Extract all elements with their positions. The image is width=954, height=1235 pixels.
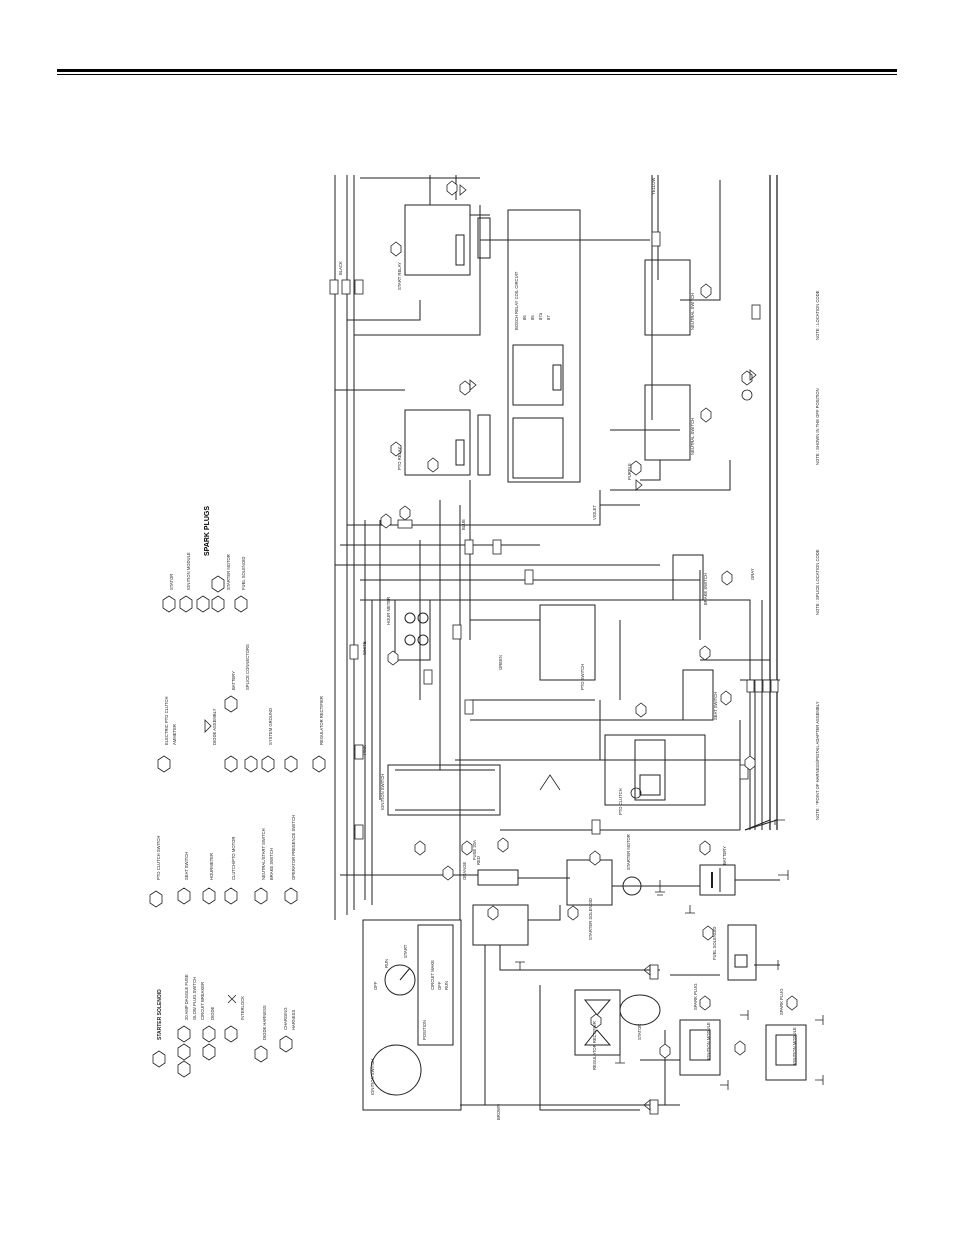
legend-item: DIODE HARNESS — [262, 1005, 267, 1040]
wire-label: BROWN — [496, 1103, 501, 1120]
note-splice-code: NOTE : SPLICE LOCATION CODE — [815, 549, 820, 615]
wire-label: GREEN — [498, 655, 503, 670]
stator-label: STATOR — [637, 1023, 642, 1040]
legend-item: CLUTCH/PTO MOTOR — [231, 836, 236, 880]
relay-box-line: 85 — [530, 315, 535, 320]
pto-switch-label: PTO SWITCH — [580, 663, 585, 690]
ignition-position: RUN — [384, 958, 389, 968]
legend-item: REGULATOR RECTIFIER — [319, 696, 324, 745]
ignition-table-cell: CIRCUIT MAKE — [430, 960, 435, 990]
legend-title: STARTER SOLENOID — [157, 989, 163, 1040]
starter-solenoid-label: STARTER SOLENOID — [588, 898, 593, 940]
wire-label: BLUE — [461, 519, 466, 530]
wire-label: WHITE — [362, 641, 367, 656]
note-harness-adapter: NOTE : *POINT OF HARNESS/PIGTAIL ADAPTER… — [815, 701, 820, 820]
battery — [699, 864, 736, 896]
legend-item: IGNITION MODULE — [186, 552, 191, 590]
spark-plugs-label: SPARK PLUGS — [204, 505, 211, 556]
ignition-table-cell: RUN — [444, 980, 449, 990]
pto-relay-box — [404, 409, 471, 476]
legend-item: DIODE — [210, 1006, 215, 1020]
battery-label: BATTERY — [722, 846, 727, 865]
ignition-table-cell: OFF — [437, 981, 442, 990]
legend-item: HARNESS — [291, 1009, 296, 1030]
wire-label: GRAY — [750, 568, 755, 580]
pto-relay-label: PTO RELAY — [397, 446, 402, 470]
ignition-position: OFF — [373, 981, 378, 990]
legend-item: ELECTRIC PTO CLUTCH — [164, 696, 169, 745]
legend-item: HOURMETER — [209, 853, 214, 880]
pto-clutch-box — [604, 734, 706, 806]
fuel-solenoid-label: FUEL SOLENOID — [712, 926, 717, 960]
hour-meter-label: HOUR METER — [386, 596, 391, 625]
relay-box-line: 87 — [546, 315, 551, 320]
ignition-module-label: IGNITION MODULE — [792, 1027, 797, 1065]
ignition-table-cell: POSITION — [422, 1019, 427, 1040]
legend-item: BATTERY — [231, 671, 236, 690]
neutral-switch-label: NEUTRAL SWITCH — [690, 292, 695, 330]
starter-solenoid-box — [472, 904, 529, 946]
legend-item: PTO CLUTCH SWITCH — [156, 835, 161, 880]
relay-box-line: 86 — [522, 315, 527, 320]
start-relay-label: START RELAY — [397, 262, 402, 290]
legend-item: CIRCUIT BREAKER — [200, 981, 205, 1020]
legend-item: INTERLOCK — [240, 996, 245, 1020]
legend-item: FUEL SOLENOID — [241, 556, 246, 590]
legend-item: NEUTRAL/START SWITCH — [261, 828, 266, 880]
legend-item: STATOR — [169, 573, 174, 590]
stator — [619, 994, 661, 1026]
ignition-position: START — [403, 944, 408, 958]
start-relay-box — [404, 204, 471, 276]
fuel-solenoid — [727, 924, 757, 981]
legend-item: AMMETER — [172, 724, 177, 745]
legend-item: SEAT SWITCH — [184, 851, 189, 880]
wire-label: YELLOW — [651, 177, 656, 195]
ignition-key-diagram — [362, 919, 462, 1111]
note-location-code: NOTE : LOCATION CODE — [815, 290, 820, 340]
legend-item: GLOW PLUG SWITCH — [192, 976, 197, 1020]
legend-item: OPERATOR PRESENCE SWITCH — [291, 815, 296, 880]
regulator-label: REGULATOR RECTIFIER — [592, 1021, 597, 1070]
pto-switch-box — [539, 604, 596, 681]
ignition-switch-box — [387, 764, 501, 816]
wire-label: PINK — [362, 745, 367, 755]
wire-label: VIOLET — [592, 505, 597, 520]
ignition-module-2 — [765, 1024, 807, 1081]
legend-item: CHARGING — [283, 1007, 288, 1030]
brake-switch-label: BRAKE SWITCH — [703, 573, 708, 605]
legend-item: SYSTEM GROUND — [268, 708, 273, 745]
pto-clutch-label: PTO CLUTCH — [618, 788, 623, 815]
legend-item: DIODE ASSEMBLY — [212, 708, 217, 745]
ignition-title: IGNITION SWITCH — [370, 1058, 375, 1095]
header-rule-thin — [57, 74, 897, 75]
relay-box-line: 87a — [538, 313, 543, 320]
wire-label: ORANGE — [462, 861, 467, 880]
regulator-rectifier — [574, 989, 621, 1056]
seat-switch-label: SEAT SWITCH — [713, 691, 718, 720]
header-rule-thick — [57, 69, 897, 72]
hour-meter-box — [394, 599, 431, 661]
spark-plug-label: SPARK PLUG — [693, 983, 698, 1010]
starter-motor-label: STARTER MOTOR — [626, 834, 631, 870]
wire-label: PURPLE — [627, 463, 632, 480]
neutral-switch-label: NEUTRAL SWITCH — [690, 417, 695, 455]
ignition-module-label: IGNITION MODULE — [706, 1022, 711, 1060]
legend-item: BRAKE SWITCH — [269, 848, 274, 880]
ignition-switch-label: IGNITION SWITCH — [380, 773, 385, 810]
legend-item: SPLICE CONNECTORS — [245, 644, 250, 690]
legend-item: STARTER MOTOR — [226, 554, 231, 590]
relay-box-title: BOSCH RELAY COIL CIRCUIT — [514, 271, 519, 330]
relay-info-box — [507, 209, 581, 483]
spark-plug-label: SPARK PLUG — [779, 988, 784, 1015]
legend-item: 20 AMP DAGGLE FUSE — [184, 974, 189, 1020]
ignition-module-1 — [679, 1019, 721, 1076]
wire-label: BLACK — [338, 261, 343, 275]
note-off-position: NOTE : SHOWN IN THE OFF POSITION — [815, 388, 820, 465]
wire-label: RED — [476, 856, 481, 865]
